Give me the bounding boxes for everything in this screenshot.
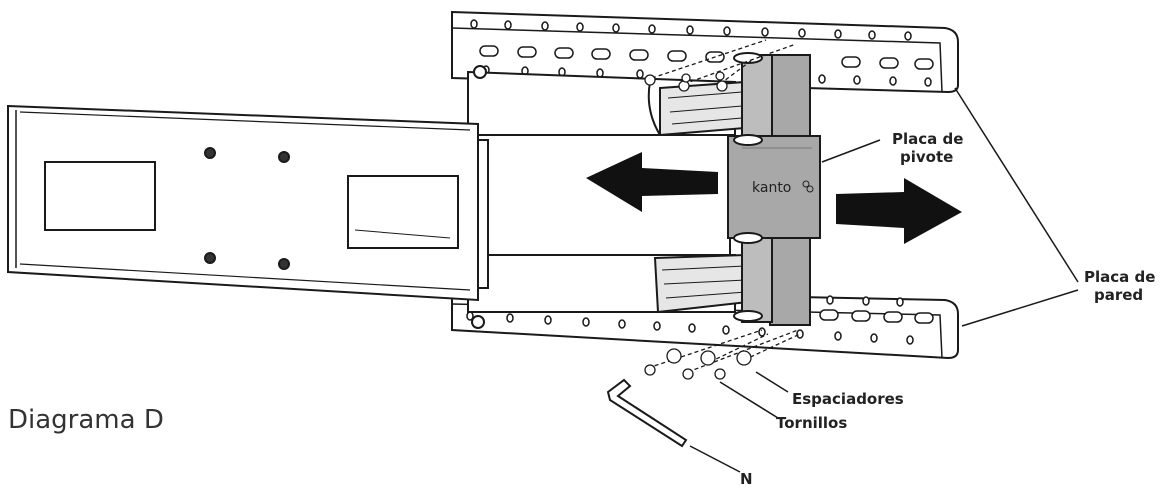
hex-key-icon <box>606 378 688 448</box>
label-pivot-plate-line2: pivote <box>900 148 953 166</box>
brand-mark-icon <box>802 180 814 193</box>
screw-icon <box>682 368 694 380</box>
bottom-screws-spacers <box>644 329 801 380</box>
wall-plate-bottom-holes <box>466 295 934 345</box>
label-wall-plate-line1: Placa de <box>1084 268 1155 286</box>
screw-icon <box>714 368 726 380</box>
tv-bracket <box>7 65 489 329</box>
pivot-plate <box>727 52 821 326</box>
spacer-icon <box>666 348 682 364</box>
leader-lines <box>689 87 1079 473</box>
arm-extension-bar <box>469 134 731 256</box>
brand-logo: kanto <box>752 180 791 196</box>
top-screws <box>644 39 797 92</box>
arm-upper <box>467 70 746 137</box>
label-tool: N <box>740 470 753 488</box>
arrow-left-icon <box>586 152 718 212</box>
arm-lower <box>467 253 750 314</box>
screw-icon <box>644 364 656 376</box>
spacer-icon <box>736 350 752 366</box>
diagram-title: Diagrama D <box>8 405 164 435</box>
label-pivot-plate-line1: Placa de <box>892 130 963 148</box>
label-screws: Tornillos <box>776 414 847 432</box>
label-wall-plate-line2: pared <box>1094 286 1143 304</box>
wall-plate-top-rail <box>451 10 959 94</box>
label-spacers: Espaciadores <box>792 390 904 408</box>
arrow-right-icon <box>836 178 962 244</box>
spacer-icon <box>700 350 716 366</box>
